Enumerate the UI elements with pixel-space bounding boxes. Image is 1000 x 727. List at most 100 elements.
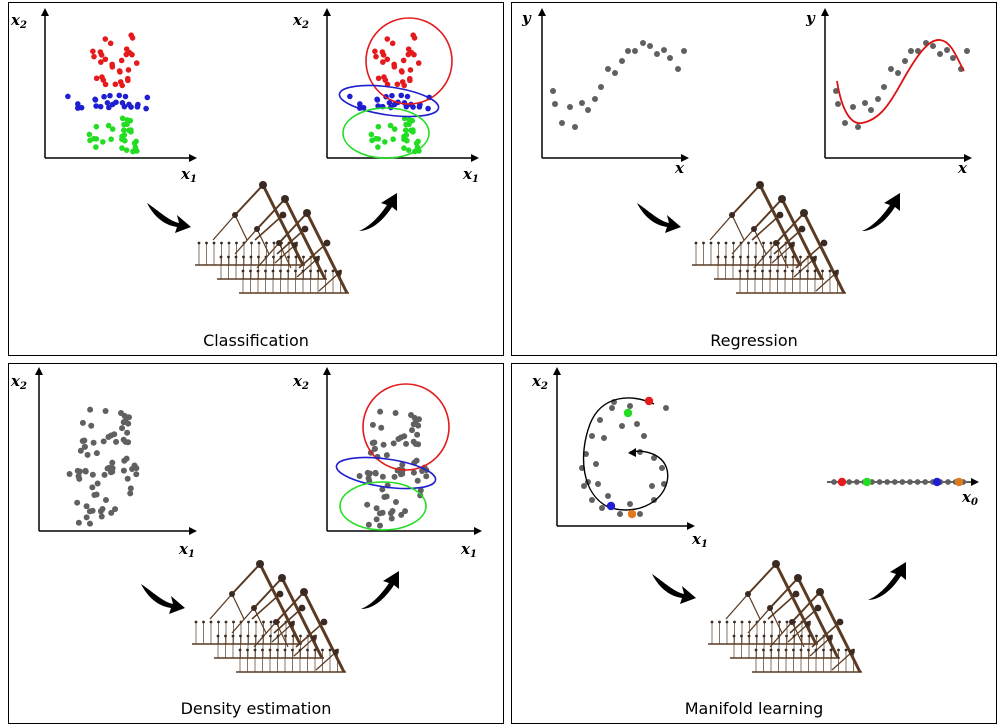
data-point <box>122 93 129 100</box>
y-axis-label: x2 <box>10 11 27 31</box>
data-point <box>605 493 611 499</box>
curved-arrow-icon <box>141 584 185 614</box>
data-point <box>589 433 595 439</box>
data-point <box>377 408 384 415</box>
x-axis-label: x1 <box>691 530 708 550</box>
data-point <box>399 79 406 85</box>
blue-cluster <box>65 92 151 112</box>
data-point <box>389 92 395 99</box>
arrow-shape <box>141 584 185 614</box>
data-point <box>376 522 383 529</box>
data-point <box>619 58 625 64</box>
data-point <box>120 467 127 474</box>
data-point <box>119 145 125 151</box>
data-point <box>401 145 407 151</box>
data-point <box>378 424 385 431</box>
data-point <box>82 467 89 474</box>
data-point <box>581 483 587 489</box>
data-point <box>93 103 99 109</box>
data-point <box>90 439 97 446</box>
data-point <box>81 443 88 450</box>
data-point <box>93 144 99 150</box>
data-point <box>881 84 887 90</box>
data-point <box>409 427 416 434</box>
data-point <box>81 437 88 444</box>
data-point <box>417 487 424 494</box>
data-point <box>888 66 894 72</box>
data-point <box>369 421 376 428</box>
data-point <box>410 438 417 445</box>
data-point <box>371 445 378 452</box>
data-point <box>386 99 393 106</box>
data-point <box>914 479 921 485</box>
data-point <box>79 419 86 426</box>
arrow-shape <box>862 193 900 231</box>
data-point <box>126 101 132 108</box>
data-point <box>375 123 382 130</box>
data-point <box>579 100 585 106</box>
regression-points <box>550 40 687 130</box>
curved-arrow-icon <box>147 203 191 233</box>
data-point <box>109 126 116 132</box>
data-point <box>120 436 127 443</box>
arrow-shape <box>359 193 397 231</box>
data-point <box>86 131 93 138</box>
data-point <box>113 438 120 445</box>
manifold-curve <box>582 397 669 511</box>
data-point <box>373 505 380 512</box>
data-point <box>65 93 71 100</box>
data-point <box>123 46 130 52</box>
data-point <box>902 58 908 64</box>
data-point <box>401 433 408 440</box>
data-point <box>116 92 123 99</box>
data-point <box>66 470 73 477</box>
data-point <box>391 101 398 108</box>
x0-axis-label: x0 <box>961 488 978 508</box>
data-point <box>373 53 379 60</box>
data-point <box>84 451 91 458</box>
data-point <box>387 510 394 517</box>
data-point <box>404 137 410 144</box>
data-point <box>83 503 90 510</box>
data-point <box>368 131 375 138</box>
data-point <box>641 433 647 439</box>
panel-manifold: x2 x1 x0 Manifold learning <box>511 363 997 724</box>
data-point <box>134 148 140 154</box>
data-point <box>389 40 396 47</box>
x-axis-label: x <box>674 159 685 177</box>
data-point <box>663 405 669 411</box>
data-point <box>945 479 951 485</box>
x-axis-label-right: x <box>957 159 968 177</box>
data-point <box>93 75 100 82</box>
data-point <box>417 492 424 499</box>
data-point <box>944 47 950 53</box>
data-point <box>627 403 633 409</box>
data-point <box>100 77 107 83</box>
curved-arrow-icon <box>862 193 900 231</box>
data-point <box>108 509 115 516</box>
green-ellipse <box>342 107 430 159</box>
data-point <box>392 499 399 506</box>
data-point <box>117 79 124 85</box>
data-point <box>379 486 386 493</box>
y-axis-label: x2 <box>531 372 548 392</box>
data-point <box>128 128 134 135</box>
right-axes: x2 x1 <box>292 8 479 185</box>
data-point <box>131 140 138 147</box>
data-point <box>413 140 420 147</box>
data-point <box>124 117 131 123</box>
data-point <box>375 103 381 109</box>
data-point <box>387 122 394 129</box>
data-point <box>109 101 116 108</box>
data-point <box>559 120 565 126</box>
data-point <box>83 514 90 521</box>
data-point <box>583 451 589 457</box>
data-point <box>895 70 901 76</box>
green-ellipse <box>339 481 427 531</box>
curved-arrow-icon <box>359 193 397 231</box>
panel-regression: y x y x Regression <box>511 2 997 356</box>
blue-cluster-right <box>347 92 433 112</box>
data-point <box>405 147 412 153</box>
data-point <box>101 93 107 100</box>
data-point <box>121 121 127 128</box>
